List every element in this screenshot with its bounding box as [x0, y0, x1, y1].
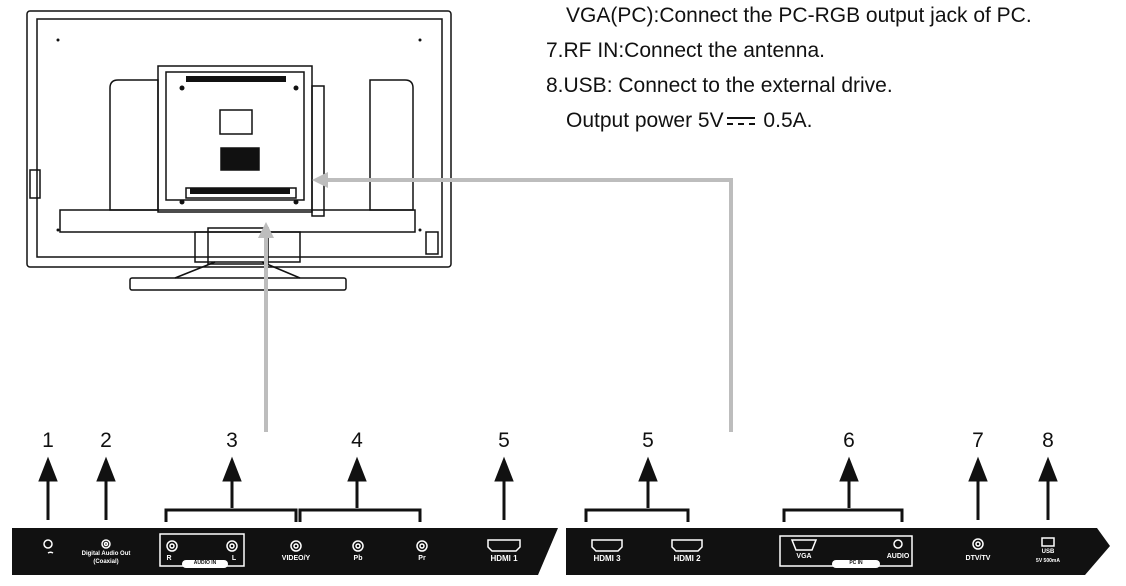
callout-number-5-right: 5	[642, 429, 654, 452]
vga-label: VGA	[796, 553, 812, 560]
pointer-arrow-tv-bottom	[258, 222, 274, 238]
pb-jack-icon	[352, 540, 364, 552]
callout-number-2: 2	[100, 429, 112, 452]
coaxial-jack-icon	[101, 539, 111, 549]
pb-label: Pb	[353, 555, 363, 562]
audio-r-jack-icon	[166, 540, 178, 552]
callout-number-6: 6	[843, 429, 855, 452]
output-power-line: Output power 5V 0.5A.	[566, 110, 812, 131]
dtv-tv-label: DTV/TV	[965, 555, 991, 562]
audio-l-label: L	[231, 555, 237, 562]
usb-port-icon	[1041, 537, 1055, 547]
rf-jack-icon	[972, 538, 984, 550]
pointer-arrow-tv-side	[312, 172, 328, 188]
brackets	[164, 508, 904, 522]
output-power-prefix: Output power 5V	[566, 109, 724, 132]
coaxial-label: (Coaxial)	[93, 559, 119, 565]
callout-number-4: 4	[351, 429, 363, 452]
pc-audio-label: AUDIO	[886, 553, 910, 560]
hdmi1-port-icon	[487, 539, 521, 552]
dc-symbol-icon	[726, 117, 755, 126]
pr-label: Pr	[418, 555, 426, 562]
callout-number-8: 8	[1042, 429, 1054, 452]
hdmi2-port-icon	[671, 539, 703, 552]
audio-in-label: AUDIO IN	[193, 560, 217, 566]
video-label: VIDEO/Y	[281, 555, 311, 562]
hdmi1-label: HDMI 1	[490, 554, 518, 563]
usb-description: 8.USB: Connect to the external drive.	[546, 74, 893, 97]
digital-audio-label: Digital Audio Out	[81, 551, 131, 557]
callout-number-1: 1	[42, 429, 54, 452]
hdmi3-port-icon	[591, 539, 623, 552]
left-panel	[12, 528, 558, 575]
pr-jack-icon	[416, 540, 428, 552]
headphone-jack-icon	[43, 539, 53, 549]
up-arrows	[38, 456, 1058, 520]
usb-label: USB	[1041, 549, 1055, 555]
usb-rating-label: 5V 500mA	[1036, 558, 1060, 564]
vga-port-icon	[790, 539, 818, 551]
audio-r-label: R	[166, 555, 172, 562]
vga-description: VGA(PC):Connect the PC-RGB output jack o…	[566, 4, 1032, 27]
output-power-suffix: 0.5A.	[757, 109, 813, 132]
hdmi3-label: HDMI 3	[593, 554, 621, 563]
callout-number-7: 7	[972, 429, 984, 452]
audio-l-jack-icon	[226, 540, 238, 552]
pc-audio-jack-icon	[893, 539, 903, 549]
video-jack-icon	[290, 540, 302, 552]
callout-number-3: 3	[226, 429, 238, 452]
hdmi2-label: HDMI 2	[673, 554, 701, 563]
callout-number-5-left: 5	[498, 429, 510, 452]
pc-in-label: PC IN	[849, 560, 863, 566]
rf-description: 7.RF IN:Connect the antenna.	[546, 39, 825, 62]
